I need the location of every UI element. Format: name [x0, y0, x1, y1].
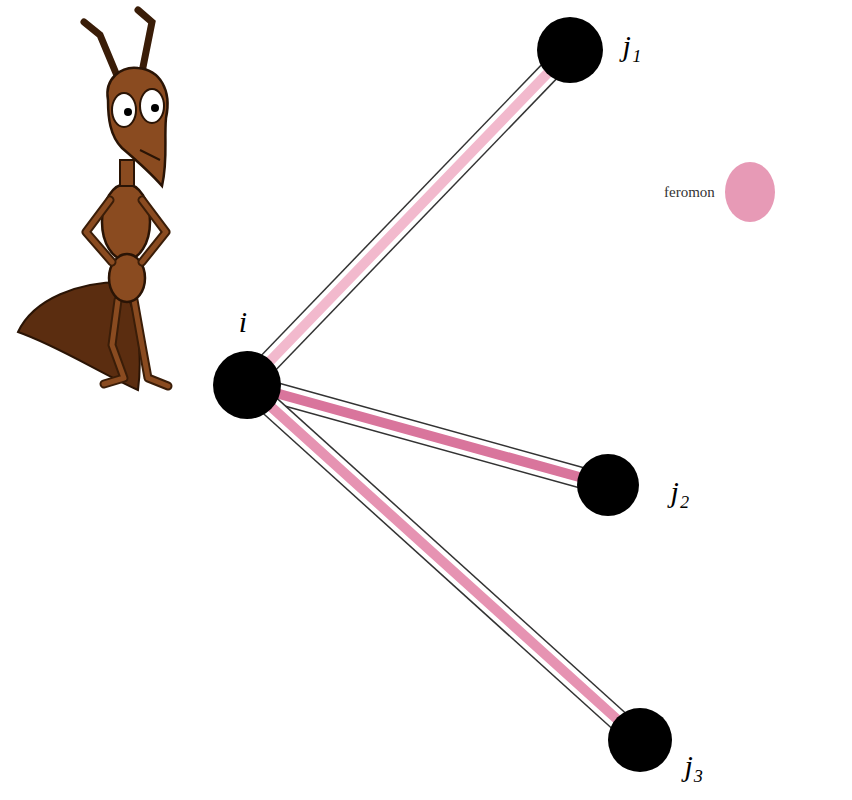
node-circle: [213, 351, 281, 419]
pheromone-fill: [261, 64, 556, 370]
legend-swatch: [725, 162, 775, 222]
node-circle: [537, 17, 603, 83]
ant-figure: [18, 10, 168, 390]
antenna: [138, 10, 152, 72]
antenna: [84, 22, 118, 78]
ant-leg: [104, 300, 124, 384]
graph-node: j₃: [608, 708, 672, 772]
node-circle: [577, 454, 639, 516]
graph-node: i: [213, 351, 281, 419]
ant-head: [107, 68, 167, 186]
ant-eye: [112, 93, 136, 127]
trail-outline: [261, 64, 556, 370]
node-label: j₂: [671, 477, 690, 507]
ant-thorax: [102, 184, 150, 260]
ant-pupil: [151, 104, 159, 112]
ant-arm: [86, 200, 112, 262]
trail-inner: [261, 64, 556, 370]
node-label: i: [239, 307, 247, 337]
ant-leg: [134, 300, 168, 386]
legend-text: feromon: [664, 184, 715, 201]
ant-leg: [104, 300, 124, 384]
pheromone-trail: [261, 64, 556, 370]
ant-neck: [120, 160, 134, 186]
node-circle: [608, 708, 672, 772]
pheromone-trail: [262, 399, 626, 727]
ant-arm: [142, 200, 166, 262]
ant-eye: [140, 89, 164, 123]
node-label: j₁: [623, 31, 642, 61]
ant-leg: [134, 300, 168, 386]
legend-entry: feromon: [664, 162, 775, 222]
ant-arm: [86, 200, 112, 262]
graph-node: j₁: [537, 17, 603, 83]
ant-pupil: [124, 108, 132, 116]
pheromone-fill: [262, 399, 626, 727]
ant-arm: [142, 200, 166, 262]
trail-outline: [262, 399, 626, 727]
node-label: j₃: [685, 751, 704, 781]
ant-mouth: [140, 150, 160, 160]
trail-inner: [262, 399, 626, 727]
graph-node: j₂: [577, 454, 639, 516]
